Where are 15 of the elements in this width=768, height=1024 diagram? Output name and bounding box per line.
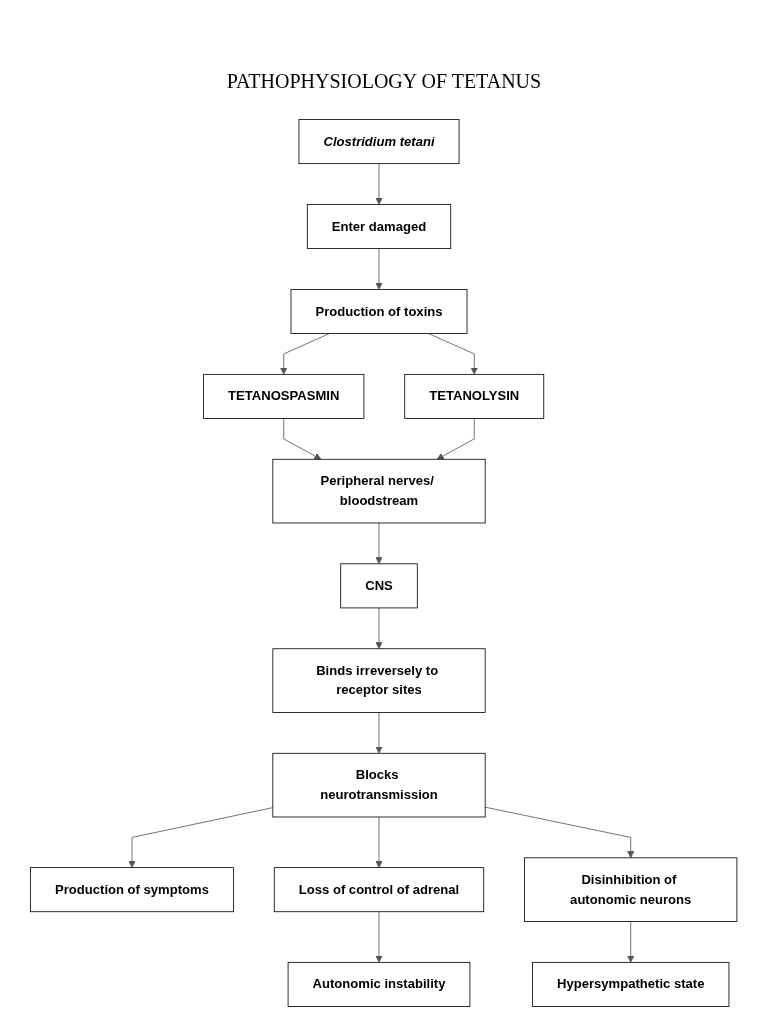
node-box: Production of symptoms <box>30 867 235 913</box>
node-box: Clostridium tetani <box>298 119 460 165</box>
node-box: CNS <box>340 563 418 609</box>
node-box: TETANOSPASMIN <box>203 373 365 419</box>
node-box: Hypersympathetic state <box>532 961 730 1007</box>
node-box: TETANOLYSIN <box>404 373 545 419</box>
node-box: Production of toxins <box>290 289 468 334</box>
node-box: Loss of control of adrenal <box>274 867 485 913</box>
node-box: Autonomic instability <box>287 961 471 1007</box>
node-box: Enter damaged <box>307 204 452 249</box>
node-box: Peripheral nerves/ bloodstream <box>272 458 486 524</box>
node-box: Disinhibition of autonomic neurons <box>524 857 738 922</box>
node-box: Blocks neurotransmission <box>272 752 486 818</box>
diagram-title: PATHOPHYSIOLOGY OF TETANUS <box>225 70 543 93</box>
node-box: Binds irreversely to receptor sites <box>272 648 486 713</box>
